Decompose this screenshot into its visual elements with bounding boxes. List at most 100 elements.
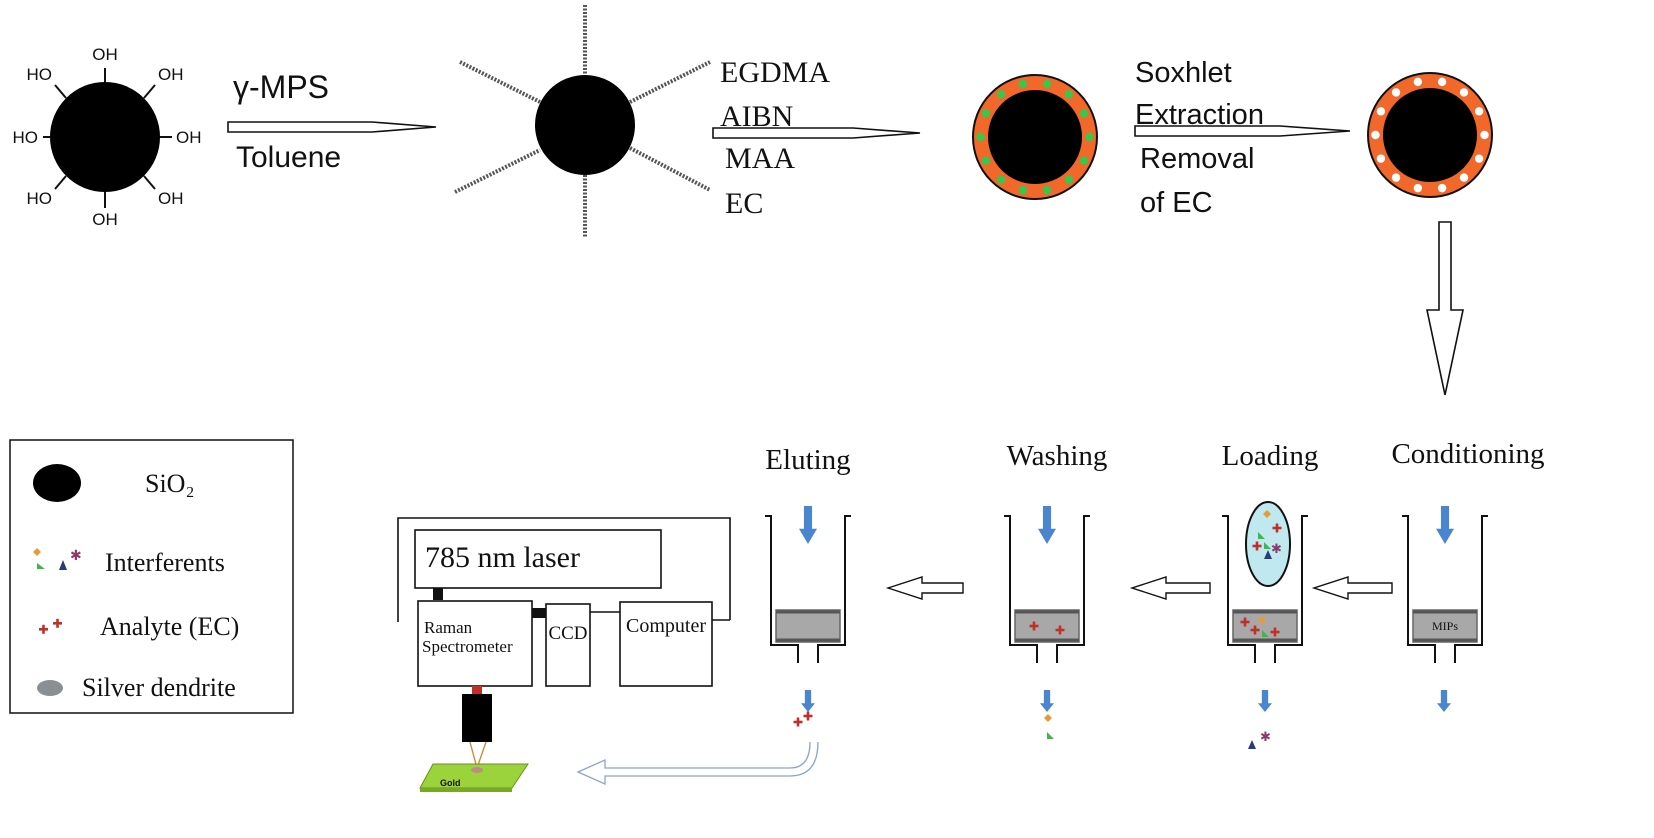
laser-box (414, 529, 662, 589)
raman-label-line1: Raman (424, 618, 473, 637)
imprinted-cavity (1474, 154, 1484, 163)
legend-interferents-label: Interferents (105, 548, 225, 577)
template-molecules (976, 79, 1094, 195)
imprinted-cavity (1437, 183, 1447, 193)
template-molecule (996, 90, 1006, 99)
step1-arrow: γ-MPS Toluene (227, 69, 437, 174)
arrow-washing-to-eluting (885, 576, 964, 600)
stage-eluting-label: Eluting (765, 444, 850, 476)
template-molecule (1064, 175, 1074, 184)
stage-washing-label: Washing (1007, 440, 1108, 472)
silica-hydroxyl-particle: OH OH HO OH HO OH HO OH (13, 45, 202, 229)
template-molecule (1064, 90, 1074, 99)
template-molecule (1085, 132, 1094, 142)
stage-conditioning-label: Conditioning (1391, 438, 1544, 470)
raman-label-line2: Spectrometer (422, 637, 513, 656)
step2-arrow: EGDMA AIBN MAA EC (712, 56, 921, 220)
step3-line4: of EC (1140, 187, 1213, 219)
spe-cartridge-loading: ✱ (1222, 501, 1308, 663)
sorbent-bed (1412, 609, 1478, 643)
legend-analyte-label: Analyte (EC) (100, 612, 239, 641)
legend-silver-swatch (37, 680, 63, 696)
silica-core (1383, 88, 1477, 182)
imprinted-cavity (1413, 77, 1423, 87)
legend-analyte-swatch (39, 618, 62, 634)
arrow-loading-to-washing (1129, 576, 1211, 600)
flow-arrow (1258, 690, 1272, 712)
step1-reagent: γ-MPS (233, 69, 329, 105)
computer-box (619, 601, 713, 687)
legend-sio2-swatch (33, 464, 81, 502)
ccd-box (545, 603, 591, 687)
spe-cartridge-conditioning: MIPs (1402, 506, 1488, 663)
imprinted-cavity (1376, 154, 1386, 163)
template-molecule (1018, 185, 1028, 195)
template-molecule (976, 132, 985, 142)
down-arrow (1426, 221, 1464, 396)
stage-loading-label: Loading (1222, 440, 1319, 472)
sorbent-bed (775, 609, 841, 643)
silica-core (50, 82, 160, 192)
oh-label-top: OH (92, 45, 118, 64)
spe-cartridge-washing (1004, 506, 1090, 663)
template-molecule (996, 175, 1006, 184)
template-molecule (1042, 79, 1052, 89)
template-molecule (1079, 156, 1089, 165)
template-molecule (981, 109, 991, 118)
svg-text:✱: ✱ (1260, 730, 1271, 745)
flow-arrow (1040, 690, 1054, 712)
imprinted-cavity (1413, 183, 1423, 193)
imprinted-cavity (1376, 107, 1386, 116)
template-molecule (1042, 185, 1052, 195)
mps-silica-core (535, 75, 635, 175)
imprinted-cavities (1371, 77, 1489, 193)
reagent-egdma: EGDMA (720, 56, 830, 89)
sorbent-bed (1232, 609, 1298, 643)
step3-line1: Soxhlet (1135, 57, 1232, 89)
reagent-aibn: AIBN (720, 100, 793, 133)
imprinted-particle-with-cavities (1367, 72, 1493, 198)
svg-text:✱: ✱ (1271, 542, 1282, 557)
oh-label-right: OH (176, 128, 202, 147)
oh-label-bottom: OH (92, 210, 118, 229)
flow-arrow (1436, 506, 1454, 544)
reagent-maa: MAA (725, 142, 795, 175)
imprinted-cavity (1371, 130, 1380, 140)
sers-instrument: 785 nm laser Raman Spectrometer CCD Comp… (397, 517, 731, 792)
flow-arrow (1437, 690, 1451, 712)
oh-label-upper-left: HO (27, 65, 53, 84)
step1-solvent: Toluene (236, 141, 341, 174)
step3-line3: Removal (1140, 143, 1254, 175)
imprinted-cavity (1391, 88, 1401, 97)
reagent-ec: EC (725, 187, 763, 220)
arrow-conditioning-to-loading (1311, 576, 1393, 600)
spe-cartridge-eluting (765, 506, 851, 663)
oh-label-lower-right: OH (158, 189, 184, 208)
imprinted-cavity (1459, 88, 1469, 97)
sample-solution (1245, 501, 1291, 587)
computer-label: Computer (626, 615, 706, 637)
imprinted-cavity (1437, 77, 1447, 87)
legend-interferents-swatch: ✱ (33, 548, 82, 570)
ccd-label: CCD (548, 623, 587, 644)
flow-arrow (801, 690, 815, 712)
imprinted-particle-with-template (972, 74, 1098, 200)
template-molecule (981, 156, 991, 165)
silica-core (988, 90, 1082, 184)
imprinted-cavity (1474, 107, 1484, 116)
imprinted-cavity (1480, 130, 1489, 140)
imprinted-cavity (1391, 173, 1401, 182)
svg-text:✱: ✱ (70, 548, 82, 564)
oh-label-lower-left: HO (27, 189, 53, 208)
substrate-label: Gold (440, 778, 461, 788)
laser-label: 785 nm laser (425, 541, 580, 574)
transfer-arrow (576, 741, 819, 786)
legend: SiO₂ ✱ Interferents Analyte (EC) Silver … (9, 439, 294, 714)
oh-label-left: HO (13, 128, 39, 147)
step3-arrow: Soxhlet Extraction Removal of EC (1134, 57, 1351, 219)
flow-arrow (1038, 506, 1056, 544)
sorbent-bed (1014, 609, 1080, 643)
process-arrows (885, 576, 1393, 600)
template-molecule (1018, 79, 1028, 89)
